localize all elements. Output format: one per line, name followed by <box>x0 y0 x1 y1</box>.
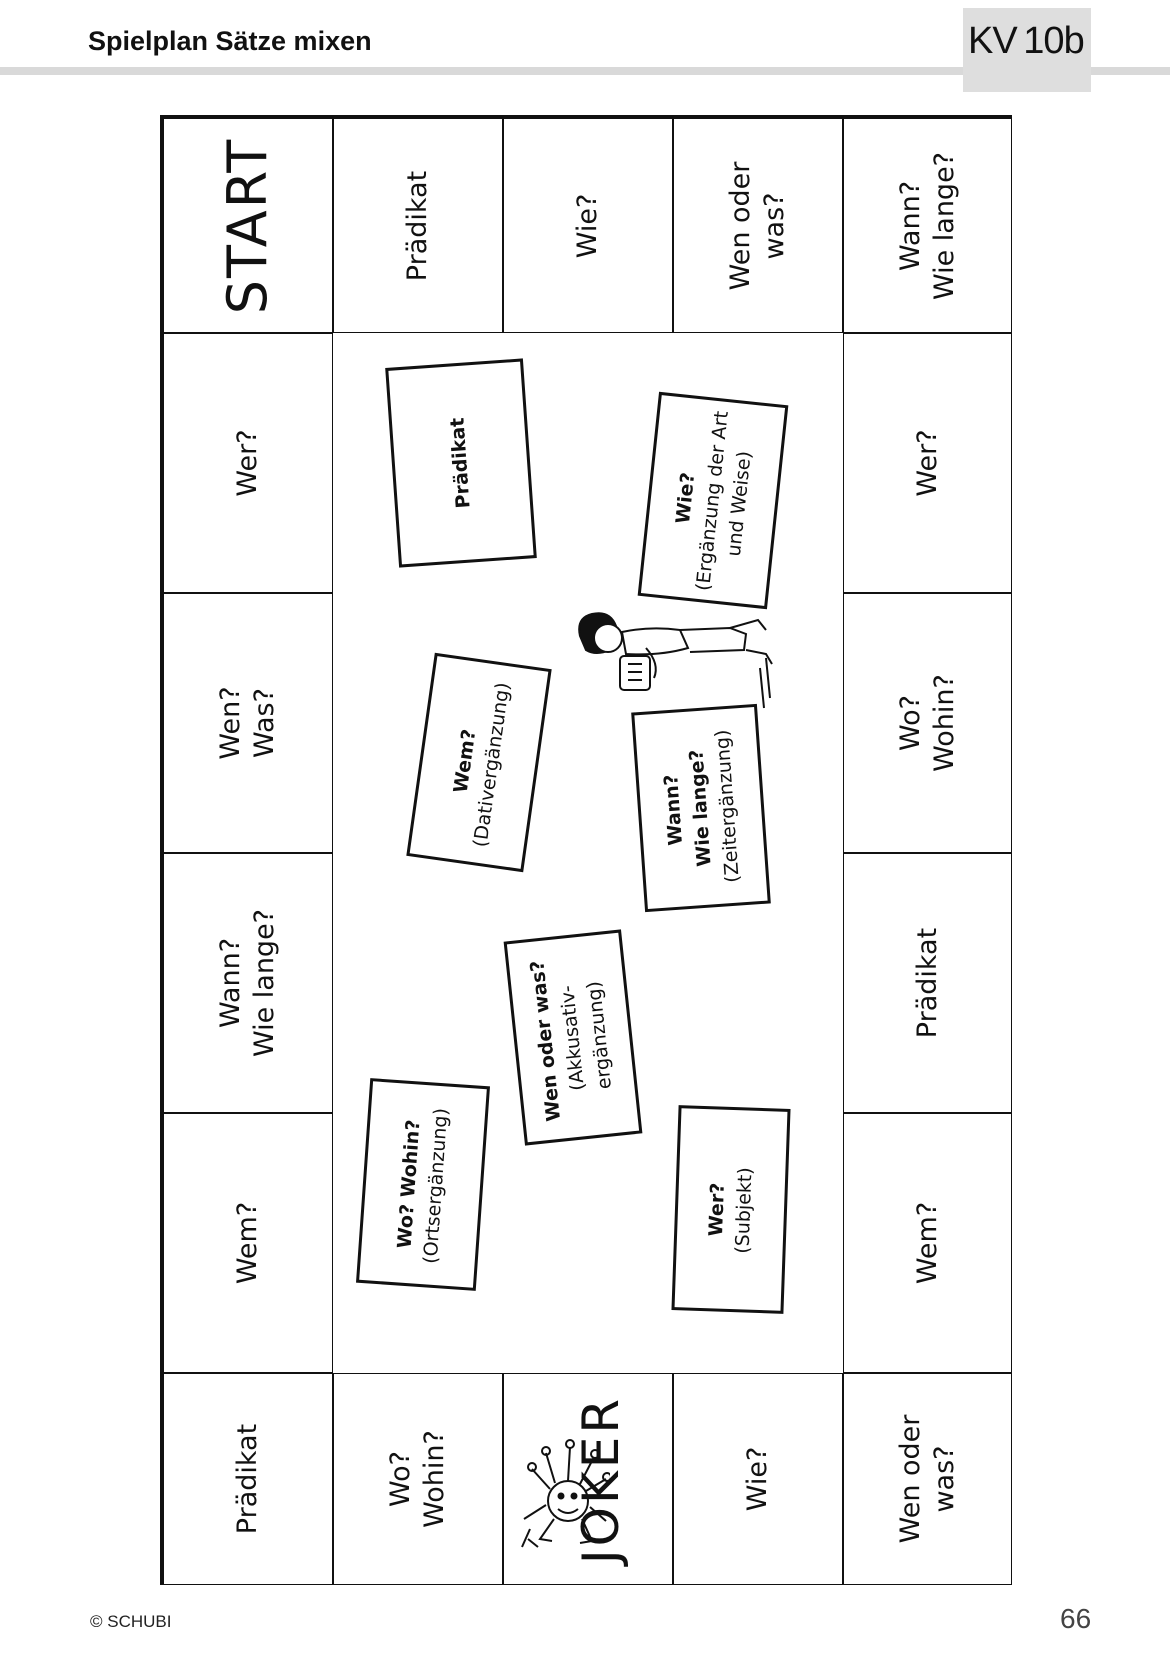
child-reading-icon <box>578 612 773 709</box>
field-label: Wen? Was? <box>215 686 280 760</box>
field-label: Wann? Wie lange? <box>215 908 280 1058</box>
card-subtitle: (Dativergänzung) <box>469 680 515 849</box>
field-label: Wem? <box>911 1201 943 1285</box>
board-field: Prädikat <box>843 853 1012 1113</box>
card-title: Prädikat <box>446 416 475 510</box>
page-number: 66 <box>1060 1603 1092 1634</box>
card-subtitle: (Akkusativ- ergänzung) <box>556 979 616 1092</box>
field-label: Wen oder was? <box>725 161 790 290</box>
card-label: Prädikat <box>444 417 477 509</box>
copyright: © SCHUBI <box>90 1612 172 1631</box>
board-field: Wer? <box>163 333 333 593</box>
board-field: Wen oder was? <box>673 118 843 333</box>
card-subtitle: (Zeitergänzung) <box>711 728 744 884</box>
field-label: Prädikat <box>402 170 433 281</box>
field-label: Wie? <box>572 193 603 258</box>
worksheet-code-box <box>963 8 1091 92</box>
card-subtitle: (Ortsergänzung) <box>419 1106 453 1264</box>
board-field: Wann? Wie lange? <box>843 118 1012 333</box>
board-field: Wem? <box>163 1113 333 1373</box>
card-praedikat: Prädikat <box>385 358 537 568</box>
board-field: Wo? Wohin? <box>843 593 1012 853</box>
page-title: Spielplan Sätze mixen <box>88 26 372 56</box>
field-label: Wie? <box>742 1446 773 1512</box>
card-label: Wann? Wie lange? (Zeitergänzung) <box>655 729 746 888</box>
board-field: Wem? <box>843 1113 1012 1373</box>
field-label: Wen oder was? <box>894 1414 960 1544</box>
board-field: Prädikat <box>163 1373 333 1585</box>
board-field: Wen oder was? <box>843 1373 1012 1585</box>
board-field: Wann? Wie lange? <box>163 853 333 1113</box>
joker-label: JOKER <box>572 1395 630 1565</box>
worksheet-code: KV 10b <box>968 20 1085 62</box>
card-title: Wen oder was? <box>526 958 566 1122</box>
field-label: Wer? <box>911 429 943 497</box>
card-title: Wem? <box>449 727 481 794</box>
board-center: Prädikat Wie? (Ergänzung der Art und Wei… <box>330 330 842 1368</box>
card-title: Wo? Wohin? <box>393 1118 425 1249</box>
jester-icon <box>521 1439 610 1548</box>
game-board: START Wer? Wen? Was? Wann? Wie lange? We… <box>160 115 1012 1585</box>
field-label: Wo? Wohin? <box>385 1430 450 1528</box>
card-wie: Wie? (Ergänzung der Art und Weise) <box>637 391 789 610</box>
card-label: Wer? (Subjekt) <box>703 1165 760 1253</box>
card-wem: Wem? (Dativergänzung) <box>406 652 552 873</box>
field-label: Wann? Wie lange? <box>894 151 960 300</box>
card-subtitle: (Subjekt) <box>731 1166 757 1254</box>
card-title: Wer? <box>705 1181 729 1237</box>
board-field: Wo? Wohin? <box>333 1373 503 1585</box>
field-label: Prädikat <box>232 1423 263 1535</box>
board-field: Prädikat <box>333 118 503 333</box>
card-wo-wohin: Wo? Wohin? (Ortsergänzung) <box>355 1078 491 1291</box>
field-label: Wem? <box>232 1201 263 1285</box>
start-label: START <box>216 137 279 314</box>
card-wann: Wann? Wie lange? (Zeitergänzung) <box>631 703 771 913</box>
header-divider <box>0 67 1170 75</box>
card-title: Wann? Wie lange? <box>660 748 716 868</box>
board-field: Wie? <box>673 1373 843 1585</box>
card-label: Wem? (Dativergänzung) <box>441 676 518 849</box>
card-subtitle: (Ergänzung der Art und Weise) <box>692 409 756 592</box>
card-label: Wen oder was? (Akkusativ- ergänzung) <box>524 953 621 1122</box>
card-wen-oder-was: Wen oder was? (Akkusativ- ergänzung) <box>503 929 643 1146</box>
card-label: Wo? Wohin? (Ortsergänzung) <box>391 1105 456 1264</box>
field-label: Prädikat <box>911 927 943 1039</box>
card-title: Wie? <box>672 470 700 525</box>
board-field: Wie? <box>503 118 673 333</box>
card-wer: Wer? (Subjekt) <box>671 1105 791 1314</box>
card-label: Wie? (Ergänzung der Art und Weise) <box>663 406 762 594</box>
field-label: Wo? Wohin? <box>894 674 960 772</box>
board-field-joker: JOKER <box>503 1373 673 1585</box>
board-field: Wer? <box>843 333 1012 593</box>
board-field-start: START <box>163 118 333 333</box>
field-label: Wer? <box>232 429 263 497</box>
board-field: Wen? Was? <box>163 593 333 853</box>
